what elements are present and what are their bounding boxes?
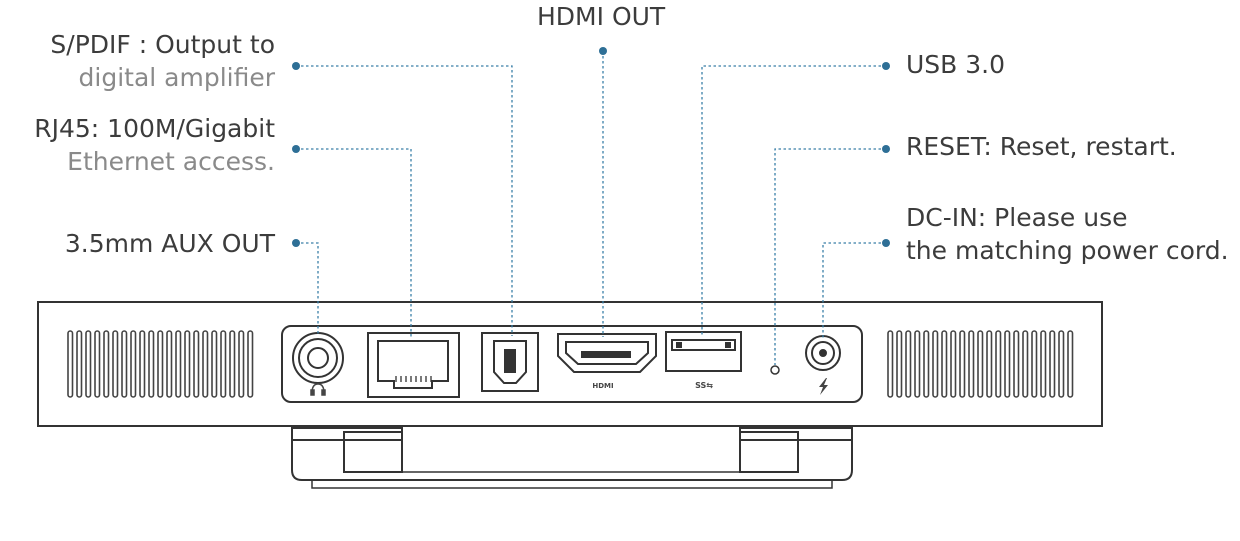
hdmi-port	[557, 333, 657, 373]
vent-slat	[103, 330, 110, 398]
vent-slat	[112, 330, 119, 398]
rj45-label: RJ45: 100M/Gigabit Ethernet access.	[34, 112, 275, 178]
vent-slat	[959, 330, 966, 398]
vent-slat	[941, 330, 948, 398]
vent-slat	[1067, 330, 1074, 398]
lightning-icon	[819, 378, 828, 395]
leader-reset	[774, 148, 886, 365]
vent-slat	[157, 330, 164, 398]
vent-slat	[950, 330, 957, 398]
vent-slat	[914, 330, 921, 398]
spdif-label-line2: digital amplifier	[78, 63, 275, 92]
vent-slat	[121, 330, 128, 398]
spdif-label-line1: S/PDIF : Output to	[50, 30, 275, 59]
vent-slat	[896, 330, 903, 398]
reset-label: RESET: Reset, restart.	[906, 132, 1177, 161]
dcin-label-line2: the matching power cord.	[906, 236, 1229, 265]
dot-rj45	[292, 145, 300, 153]
leader-spdif	[296, 65, 513, 336]
aux-out-label: 3.5mm AUX OUT	[64, 229, 275, 258]
dcin-port	[805, 335, 841, 371]
spdif-port	[481, 332, 539, 392]
vent-slat	[67, 330, 74, 398]
leader-dots	[292, 47, 890, 247]
vent-slat	[1031, 330, 1038, 398]
leader-lines	[296, 51, 886, 365]
vent-slat	[905, 330, 912, 398]
vent-slat	[1013, 330, 1020, 398]
leader-usb	[701, 65, 886, 335]
headphone-icon	[310, 383, 326, 396]
vent-slat	[995, 330, 1002, 398]
vent-slat	[130, 330, 137, 398]
vent-slat	[184, 330, 191, 398]
vent-slat	[986, 330, 993, 398]
vent-left	[67, 330, 254, 398]
dot-aux	[292, 239, 300, 247]
vent-slat	[1049, 330, 1056, 398]
vent-slat	[977, 330, 984, 398]
vent-slat	[247, 330, 254, 398]
usb-label: USB 3.0	[906, 50, 1006, 79]
dot-hdmi	[599, 47, 607, 55]
vent-slat	[166, 330, 173, 398]
vent-slat	[220, 330, 227, 398]
vent-slat	[932, 330, 939, 398]
vent-slat	[175, 330, 182, 398]
rj45-label-line2: Ethernet access.	[67, 147, 275, 176]
rj45-label-line1: RJ45: 100M/Gigabit	[34, 114, 275, 143]
vent-slat	[229, 330, 236, 398]
vent-slat	[139, 330, 146, 398]
dot-usb	[882, 62, 890, 70]
hdmi-out-label: HDMI OUT	[537, 2, 666, 31]
vent-slat	[148, 330, 155, 398]
dot-reset	[882, 145, 890, 153]
vent-slat	[85, 330, 92, 398]
vent-slat	[1004, 330, 1011, 398]
leader-rj45	[296, 148, 412, 337]
vent-slat	[238, 330, 245, 398]
vent-slat	[76, 330, 83, 398]
vent-slat	[923, 330, 930, 398]
dcin-label-line1: DC-IN: Please use	[906, 203, 1128, 232]
usb-superspeed-icon: SS⇆	[695, 381, 713, 390]
leader-aux	[296, 242, 319, 335]
hdmi-logo: HDMI	[592, 382, 613, 390]
port-panel	[281, 325, 863, 403]
dot-dcin	[882, 239, 890, 247]
vent-slat	[94, 330, 101, 398]
usb-port	[665, 331, 742, 372]
device-stand	[291, 427, 853, 489]
rj45-port	[367, 332, 460, 398]
vent-slat	[1022, 330, 1029, 398]
dcin-label: DC-IN: Please use the matching power cor…	[906, 201, 1229, 267]
spdif-label: S/PDIF : Output to digital amplifier	[50, 28, 275, 94]
vent-slat	[211, 330, 218, 398]
vent-slat	[968, 330, 975, 398]
leader-dcin	[822, 242, 886, 338]
vent-right	[887, 330, 1074, 398]
vent-slat	[1058, 330, 1065, 398]
vent-slat	[202, 330, 209, 398]
vent-slat	[887, 330, 894, 398]
vent-slat	[1040, 330, 1047, 398]
vent-slat	[193, 330, 200, 398]
reset-pinhole	[770, 365, 780, 375]
dot-spdif	[292, 62, 300, 70]
